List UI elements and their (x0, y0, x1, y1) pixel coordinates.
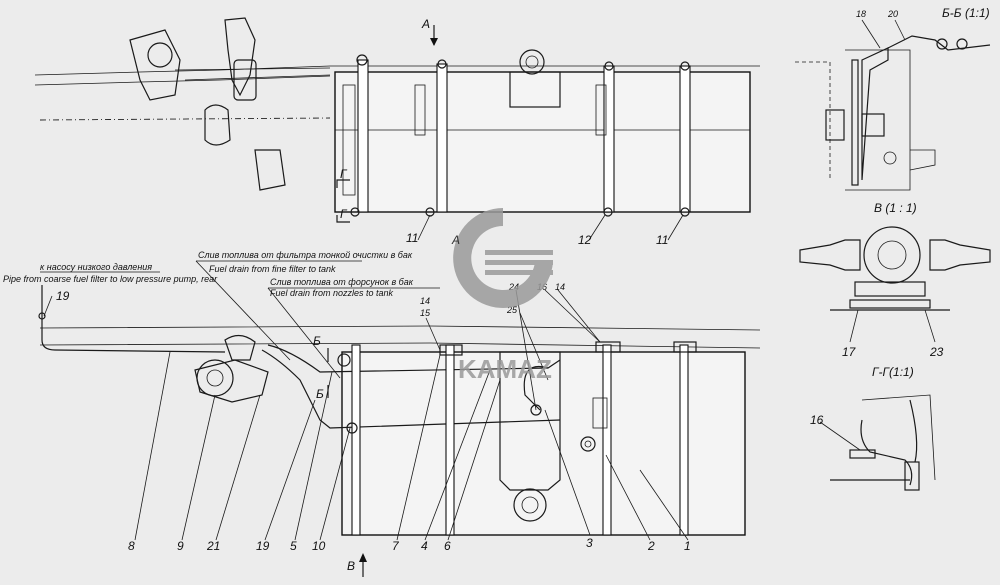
filler-neck-side (499, 351, 596, 522)
view-a-label: А (421, 17, 430, 31)
callout-5: 5 (290, 539, 297, 553)
callout-15: 15 (420, 308, 431, 318)
view-v-label: В (347, 559, 355, 573)
view-v: В (1 : 1) 17 23 (799, 201, 991, 359)
section-gg: Г-Г(1:1) 16 (810, 365, 936, 491)
callout-19-left: 19 (56, 289, 70, 303)
callout-25: 25 (506, 305, 518, 315)
callout-24: 24 (508, 282, 519, 292)
callout-19-bottom: 19 (256, 539, 270, 553)
filler-neck-top (509, 49, 561, 108)
leader-lines (43, 289, 689, 541)
view-v-title: В (1 : 1) (874, 201, 917, 215)
callout-14-side-b: 14 (555, 282, 565, 292)
callout-7: 7 (392, 539, 400, 553)
callout-16-gg: 16 (810, 413, 824, 427)
section-bb-title: Б-Б (1:1) (942, 6, 990, 20)
filter-assembly-top (129, 17, 331, 191)
caption-nozzles-en: Fuel drain from nozzles to tank (270, 288, 394, 298)
callout-11-top-a: 11 (406, 231, 418, 245)
section-bb: 18 20 Б-Б (1:1) (795, 6, 991, 191)
view-a-arrow: А (421, 17, 438, 46)
callout-20: 20 (887, 9, 898, 19)
callout-18: 18 (856, 9, 866, 19)
side-view: Б Б В к насосу низкого давления Pipe fro… (3, 250, 761, 577)
caption-to-pump-ru: к насосу низкого давления (40, 262, 152, 272)
callout-10: 10 (312, 539, 326, 553)
section-b-mark-1: Б (313, 334, 321, 348)
callout-8: 8 (128, 539, 135, 553)
callout-23: 23 (929, 345, 944, 359)
callout-9: 9 (177, 539, 184, 553)
tank-straps-top (342, 54, 691, 217)
pump-assembly-side (194, 334, 269, 403)
caption-fine-filter-en: Fuel drain from fine filter to tank (209, 264, 336, 274)
fuel-tank-side (341, 351, 746, 536)
caption-nozzles-ru: Слив топлива от форсунок в бак (270, 277, 414, 287)
view-v-arrow: В (347, 553, 367, 577)
callout-4: 4 (421, 539, 428, 553)
callout-21: 21 (206, 539, 220, 553)
callout-2: 2 (647, 539, 655, 553)
view-a-label-mid: А (451, 233, 460, 247)
callout-17: 17 (842, 345, 857, 359)
top-view: А Г Г 11 12 11 (34, 17, 760, 247)
kamaz-watermark: KAMAZ А (451, 208, 553, 384)
caption-fine-filter-ru: Слив топлива от фильтра тонкой очистки в… (198, 250, 413, 260)
g-mark-2: Г (340, 207, 348, 221)
section-b-mark-2: Б (316, 387, 324, 401)
callout-3: 3 (586, 536, 593, 550)
caption-to-pump-en: Pipe from coarse fuel filter to low pres… (3, 274, 218, 284)
watermark-text: KAMAZ (458, 354, 552, 384)
callout-12: 12 (578, 233, 592, 247)
callout-14-side: 14 (420, 296, 430, 306)
g-mark-1: Г (340, 167, 348, 181)
section-g-marks: Г Г (336, 167, 350, 223)
callout-1: 1 (684, 539, 691, 553)
callout-11-top-b: 11 (656, 233, 668, 247)
callout-6: 6 (444, 539, 451, 553)
section-gg-title: Г-Г(1:1) (872, 365, 914, 379)
